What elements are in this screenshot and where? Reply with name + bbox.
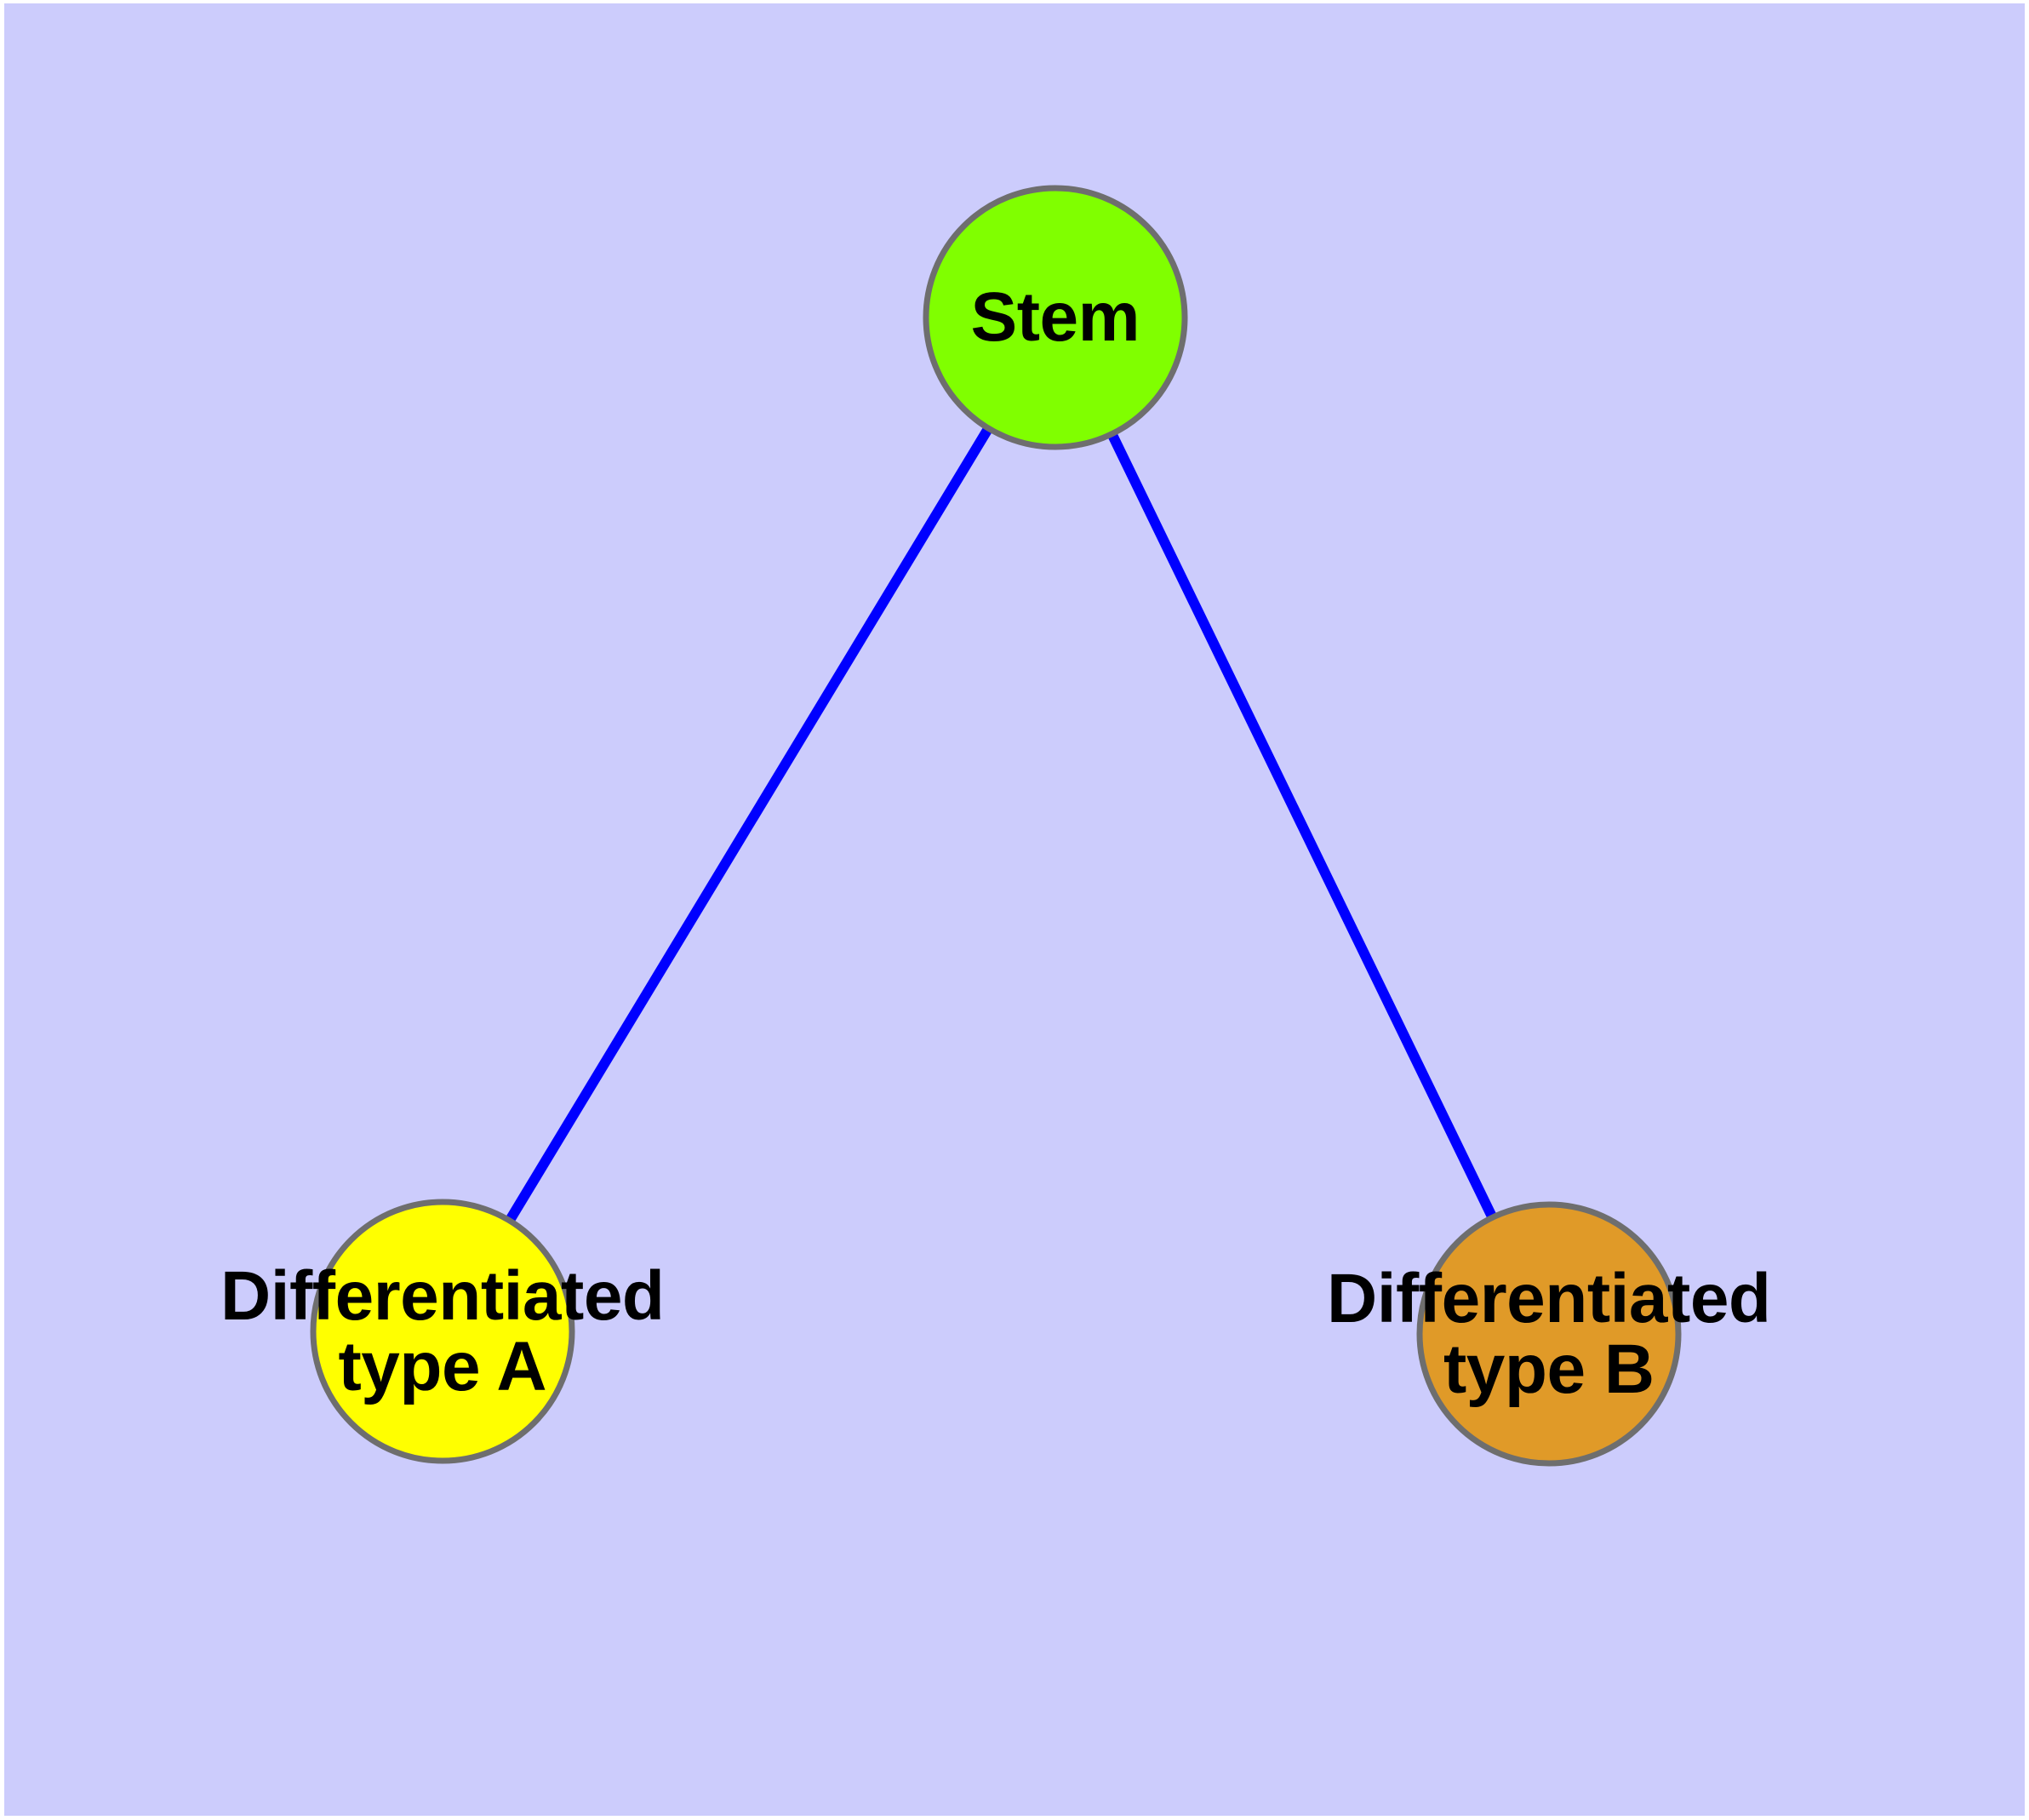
graph-node-stem[interactable]	[923, 185, 1188, 450]
edges-layer	[506, 314, 1496, 1222]
graph-edge	[506, 314, 1060, 1222]
graph-edge	[1050, 315, 1496, 1218]
graph-node-diff_a[interactable]	[310, 1199, 575, 1464]
nodes-layer	[310, 185, 1682, 1467]
graph-node-diff_b[interactable]	[1416, 1201, 1682, 1467]
